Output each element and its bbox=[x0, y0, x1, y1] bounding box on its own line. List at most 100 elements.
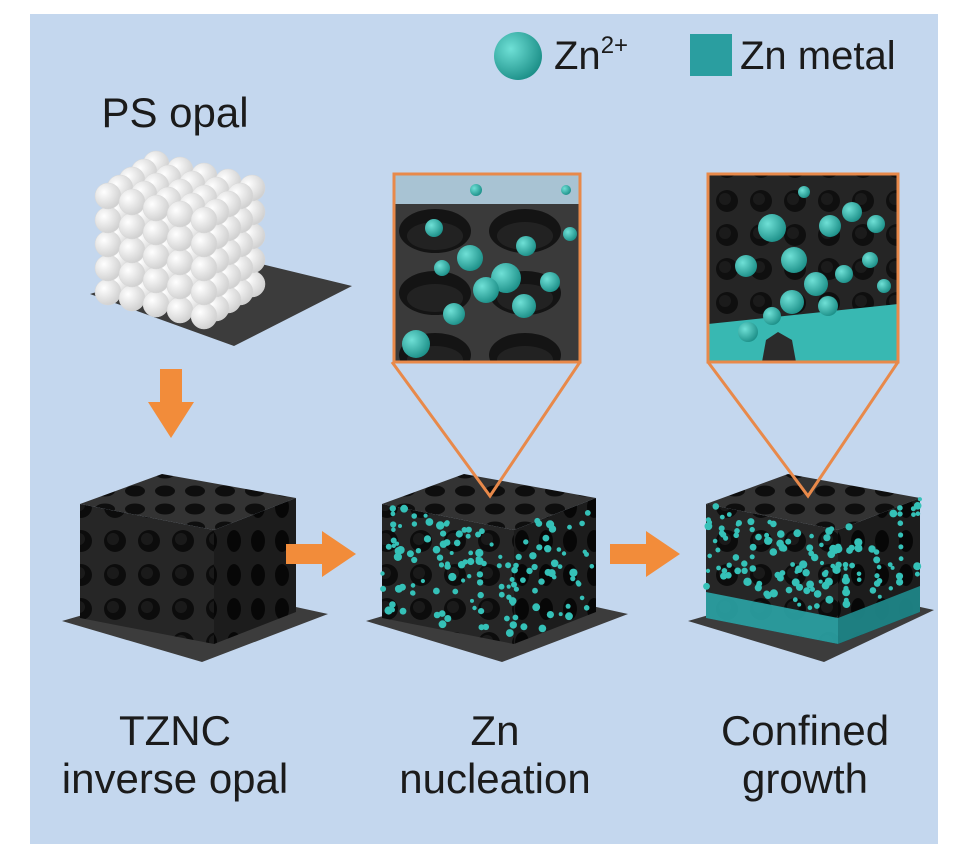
inset-zn-ion bbox=[457, 245, 483, 271]
zn-nucleus-dot bbox=[895, 572, 904, 580]
ps-sphere bbox=[190, 278, 218, 306]
ps-opal-label: PS opal bbox=[101, 89, 249, 136]
zn-nucleus-dot bbox=[520, 623, 528, 631]
zn-nucleus-dot bbox=[707, 553, 712, 559]
zn-nucleus-dot bbox=[819, 542, 824, 548]
zn-nucleus-dot bbox=[432, 545, 441, 554]
zn-nucleus-dot bbox=[448, 572, 457, 582]
zn-nucleus-dot bbox=[806, 580, 814, 589]
ps-sphere bbox=[142, 242, 170, 270]
zn-nucleus-dot bbox=[455, 530, 463, 538]
zn-nucleus-dot bbox=[498, 591, 505, 598]
zoom-frame-nucleation bbox=[392, 172, 582, 364]
ps-sphere bbox=[142, 218, 170, 246]
inset-zn-ion bbox=[443, 303, 465, 325]
zn-nucleus-dot bbox=[764, 532, 770, 538]
zn-nucleus-dot bbox=[444, 615, 452, 622]
zn-nucleus-dot bbox=[433, 587, 440, 595]
tznc-side-face bbox=[214, 498, 296, 644]
zn-nucleus-dot bbox=[440, 530, 447, 537]
growth-cube bbox=[688, 474, 934, 662]
inset-zn-ion bbox=[780, 290, 804, 314]
legend-zn-ion-text: Zn bbox=[554, 34, 601, 78]
zn-nucleus-dot bbox=[898, 556, 904, 562]
zn-nucleus-dot bbox=[479, 528, 485, 535]
zoom-line-nucleation bbox=[390, 361, 582, 499]
ps-sphere bbox=[94, 182, 122, 210]
zn-nucleus-dot bbox=[579, 595, 585, 601]
zn-metal-layer-side bbox=[838, 586, 920, 644]
zn-nucleus-dot bbox=[734, 528, 740, 534]
zn-nucleus-dot bbox=[468, 550, 474, 556]
zn-nucleus-dot bbox=[425, 518, 434, 526]
ps-sphere bbox=[166, 224, 194, 252]
zn-nucleus-dot bbox=[854, 538, 863, 547]
zn-nucleus-dot bbox=[462, 559, 468, 565]
zn-nucleus-dot bbox=[712, 503, 720, 510]
zn-nucleus-dot bbox=[505, 562, 512, 569]
zn-nucleus-dot bbox=[394, 541, 400, 546]
ps-sphere bbox=[118, 236, 146, 264]
nucleation-top-face bbox=[382, 474, 596, 530]
zn-nucleus-dot bbox=[478, 608, 485, 615]
zn-nucleus-dot bbox=[877, 594, 882, 599]
zn-nucleus-dot bbox=[440, 610, 445, 616]
zn-nucleus-dot bbox=[498, 554, 503, 560]
scene-diagram bbox=[62, 32, 934, 662]
zn-nucleus-dot bbox=[439, 540, 448, 548]
inset-zn-ion bbox=[818, 296, 838, 316]
zn-nucleus-dot bbox=[821, 570, 829, 578]
zn-nucleus-dot bbox=[482, 623, 490, 631]
zn-nucleus-dot bbox=[433, 611, 441, 619]
zn-nucleus-dot bbox=[806, 544, 814, 552]
growth-label-line1: Confined bbox=[720, 707, 890, 754]
zn-nucleus-dot bbox=[546, 520, 555, 529]
zn-nucleus-dot bbox=[889, 509, 898, 518]
zn-nucleus-dot bbox=[897, 511, 903, 517]
ps-sphere bbox=[190, 302, 218, 330]
zn-nucleus-dot bbox=[547, 569, 556, 578]
inset-zn-ion bbox=[867, 215, 885, 233]
ps-sphere bbox=[94, 206, 122, 234]
ps-sphere bbox=[190, 230, 218, 258]
zn-nucleus-dot bbox=[778, 541, 784, 546]
zn-nucleus-dot bbox=[423, 513, 428, 518]
zn-nucleus-dot bbox=[917, 497, 923, 502]
zn-nucleus-dot bbox=[509, 621, 517, 629]
zn-nucleus-dot bbox=[505, 629, 514, 637]
zn-nucleus-dot bbox=[510, 601, 515, 606]
zn-nucleus-dot bbox=[824, 577, 833, 586]
zn-nucleus-dot bbox=[410, 583, 416, 588]
nucleation-label-line1: Zn bbox=[470, 707, 520, 754]
zn-nucleus-dot bbox=[477, 591, 484, 599]
zn-nucleus-dot bbox=[843, 566, 848, 571]
inset-zn-ion bbox=[798, 186, 810, 198]
zn-nucleus-dot bbox=[411, 556, 418, 564]
zn-nucleus-dot bbox=[896, 578, 904, 586]
zn-nucleus-dot bbox=[825, 595, 834, 604]
zn-nucleus-dot bbox=[391, 527, 396, 533]
zn-nucleus-dot bbox=[749, 554, 755, 560]
zn-nucleus-dot bbox=[809, 533, 814, 539]
inset-zn-ion bbox=[804, 272, 828, 296]
zn-nucleus-dot bbox=[476, 579, 484, 586]
zn-nucleus-dot bbox=[777, 530, 785, 538]
zn-nucleus-dot bbox=[532, 603, 541, 612]
zn-nucleus-dot bbox=[741, 567, 748, 574]
zn-nucleus-dot bbox=[768, 538, 773, 543]
zn-nucleus-dot bbox=[897, 520, 904, 526]
zn-nucleus-dot bbox=[380, 571, 385, 576]
ps-sphere bbox=[142, 290, 170, 318]
zn-nucleus-dot bbox=[890, 565, 895, 570]
zn-nucleus-dot bbox=[534, 517, 541, 524]
inset-zn-ion bbox=[835, 265, 853, 283]
zn-nucleus-dot bbox=[749, 565, 757, 572]
inset-zn-ion bbox=[402, 330, 430, 358]
zn-nucleus-dot bbox=[390, 511, 396, 517]
zn-nucleus-dot bbox=[390, 521, 397, 528]
zn-nucleus-dot bbox=[868, 545, 876, 553]
zn-nucleus-dot bbox=[496, 563, 502, 569]
inset-zn-ion bbox=[516, 236, 536, 256]
zn-nucleus-dot bbox=[763, 590, 771, 598]
zn-nucleus-dot bbox=[532, 587, 538, 594]
